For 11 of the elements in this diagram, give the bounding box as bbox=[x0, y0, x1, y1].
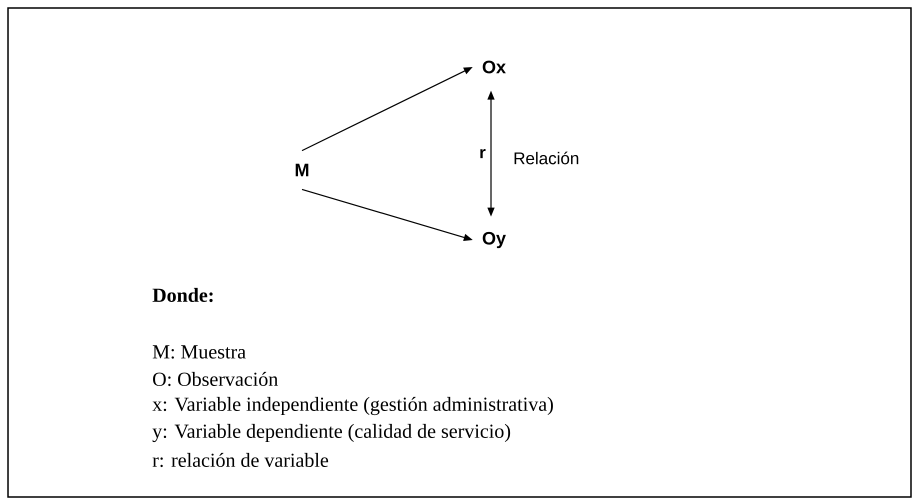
legend-line: O: Observación bbox=[153, 372, 278, 386]
legend-line: r: relación de variable bbox=[152, 452, 328, 468]
legend-line: y: Variable dependiente (calidad de servicio) bbox=[152, 424, 510, 442]
legend-line: M: Muestra bbox=[152, 345, 246, 359]
edge-label: r bbox=[478, 148, 487, 160]
node-label: M bbox=[296, 164, 308, 176]
legend-line: x: Variable independiente (gestión administrativa) bbox=[152, 396, 553, 416]
heading: Donde: bbox=[152, 288, 213, 302]
annotation-text: Relación bbox=[514, 152, 578, 164]
node-label: Oy bbox=[482, 232, 506, 248]
node-label: Ox bbox=[482, 60, 506, 74]
